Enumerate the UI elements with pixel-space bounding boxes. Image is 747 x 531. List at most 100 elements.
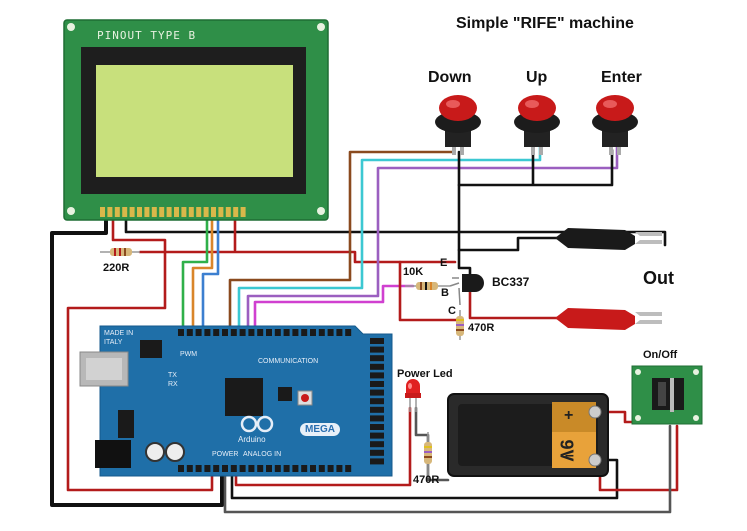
button-down[interactable]: [435, 95, 481, 155]
resistor-10k-label: 10K: [403, 266, 424, 278]
battery-minus-sign: –: [565, 447, 574, 464]
arduino-header-pin: [370, 432, 384, 439]
arduino-power-label: POWER: [212, 451, 239, 458]
arduino-header-pin: [310, 465, 316, 472]
lcd-pin: [174, 207, 179, 217]
arduino-header-pin: [204, 465, 211, 472]
red-clip-wire: [468, 288, 562, 320]
lcd-pin: [122, 207, 128, 217]
arduino-header-pin: [222, 329, 228, 336]
lcd-pin: [240, 207, 246, 217]
arduino-header-pin: [370, 406, 384, 413]
lcd-pin: [137, 207, 142, 217]
orange-wire: [191, 216, 214, 338]
arduino-header-pin: [283, 329, 290, 336]
battery-plus-sign: +: [564, 407, 574, 424]
arduino-tx-label: TX: [168, 372, 177, 379]
on-off-switch[interactable]: [631, 365, 703, 425]
resistor-10k: [405, 282, 450, 290]
button-ground-bus: [457, 148, 614, 187]
resistor-220r: [100, 248, 140, 256]
ground-wire: [50, 216, 224, 507]
arduino-header-pin: [266, 329, 272, 336]
lcd-pin: [159, 207, 165, 217]
black-clip[interactable]: [555, 228, 662, 250]
arduino-header-pin: [274, 465, 281, 472]
resistor-220r-label: 220R: [103, 262, 130, 274]
lcd-label: PINOUT TYPE B: [97, 29, 197, 42]
collector-feed-wire: [398, 260, 459, 322]
lcd-pin: [129, 207, 135, 217]
arduino-header-pin: [301, 329, 308, 336]
arduino-header-pin: [230, 329, 237, 336]
resistor-470r-collector: [456, 310, 464, 340]
power-wire-left: [66, 216, 214, 492]
lcd-pin: [100, 207, 105, 217]
arduino-header-pin: [292, 465, 299, 472]
arduino-header-pin: [370, 381, 384, 387]
switch-out-wire: [598, 424, 679, 492]
arduino-header-pin: [327, 329, 334, 336]
green-wire: [181, 216, 209, 338]
arduino-header-pin: [178, 465, 184, 472]
arduino-header-pin: [336, 329, 343, 336]
enter-button-wire: [246, 143, 619, 338]
black-clip-wire: [457, 236, 562, 252]
transistor-label: BC337: [492, 275, 530, 289]
pin-b-label: B: [441, 287, 449, 299]
arduino-header-pin: [204, 329, 211, 336]
button-down-label: Down: [428, 69, 472, 86]
battery-ground-wire: [230, 458, 619, 500]
lcd-pin: [107, 207, 113, 217]
lcd-pin: [114, 207, 120, 217]
arduino-header-pin: [274, 329, 281, 336]
button-up-label: Up: [526, 69, 548, 86]
arduino-country: ITALY: [104, 339, 123, 346]
button-enter[interactable]: [592, 95, 638, 155]
arduino-header-pin: [370, 441, 384, 448]
arduino-header-pin: [283, 465, 290, 472]
lcd-pin: [181, 207, 187, 217]
arduino-header-pin: [257, 465, 264, 472]
emitter-ground-wire: [457, 183, 472, 278]
arduino-pwm-label: PWM: [180, 351, 198, 358]
lcd-pin: [218, 207, 224, 217]
button-enter-label: Enter: [601, 69, 642, 86]
lcd-pin: [196, 207, 202, 217]
pin-c-label: C: [448, 305, 456, 317]
arduino-header-pin: [370, 424, 384, 430]
arduino-made-in: MADE IN: [104, 330, 134, 337]
arduino-communication-label: COMMUNICATION: [258, 358, 319, 365]
arduino-header-pin: [370, 389, 384, 396]
arduino-header-pin: [186, 465, 193, 472]
lcd-pin: [211, 207, 216, 217]
arduino-header-pin: [370, 355, 384, 362]
button-up[interactable]: [514, 95, 560, 155]
resistor-470r-led: [424, 432, 432, 478]
arduino-header-pin: [248, 465, 255, 472]
arduino-header-pin: [336, 465, 343, 472]
arduino-header-pin: [345, 329, 352, 336]
transistor-bc337: [449, 274, 484, 306]
arduino-header-pin: [301, 465, 308, 472]
down-button-wire: [228, 150, 456, 338]
arduino-model: MEGA: [300, 423, 340, 436]
arduino-header-pin: [248, 329, 255, 336]
arduino-header-pin: [370, 372, 384, 379]
arduino-header-pin: [370, 449, 384, 456]
pin-e-label: E: [440, 257, 448, 269]
arduino-header-pin: [239, 329, 246, 336]
up-button-wire: [237, 143, 542, 338]
switch-label: On/Off: [643, 349, 678, 361]
arduino-header-pin: [239, 465, 246, 472]
red-clip[interactable]: [555, 308, 662, 330]
lcd-power-wire: [138, 250, 457, 264]
power-led-label: Power Led: [397, 368, 453, 380]
lcd-pin: [203, 207, 209, 217]
arduino-header-pin: [292, 329, 299, 336]
output-label: Out: [643, 268, 674, 288]
blue-wire: [201, 216, 220, 338]
lcd-module: [63, 19, 329, 221]
arduino-brand: Arduino: [238, 435, 266, 444]
